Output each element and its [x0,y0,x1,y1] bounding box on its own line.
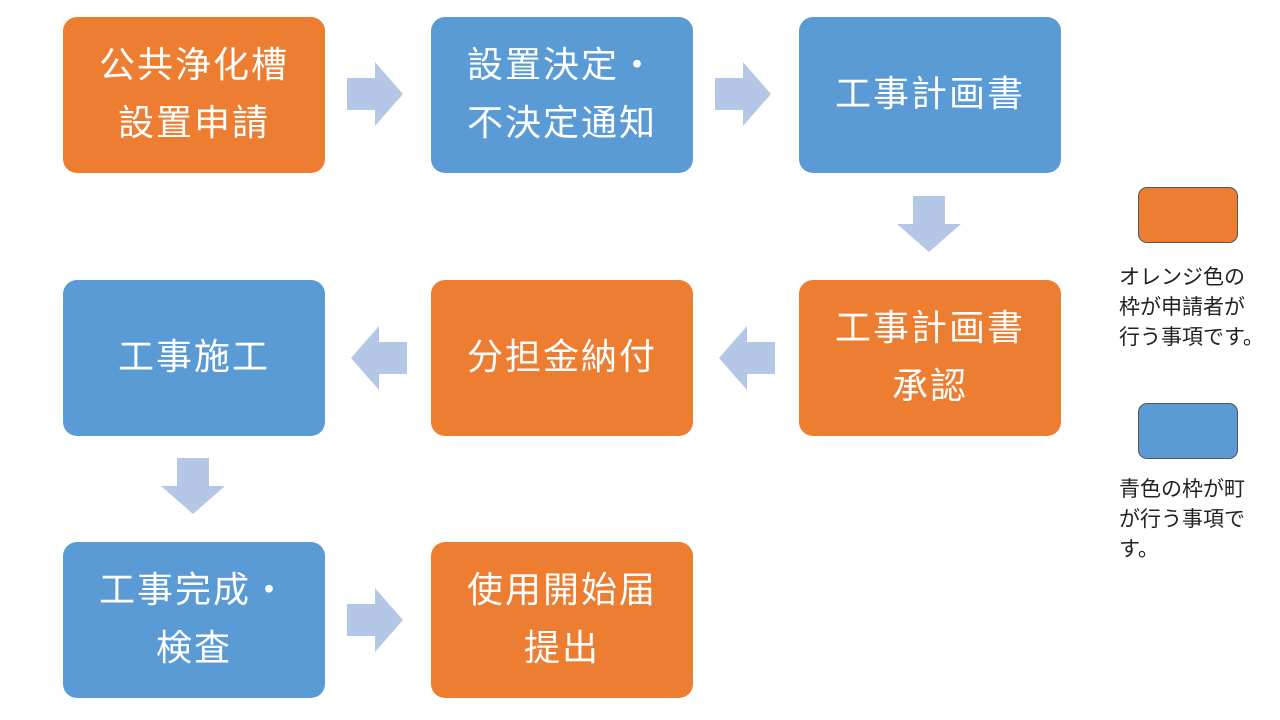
legend-text-orange: オレンジ色の 枠が申請者が 行う事項です。 [1119,262,1264,352]
step-label-line: 検査 [155,628,232,669]
step-decision-notice: 設置決定・ 不決定通知 [431,17,693,173]
step-label-line: 承認 [891,366,968,407]
arrow-left-icon [719,326,775,390]
step-label-line: 工事施工 [117,337,270,378]
arrow-left-icon [351,326,407,390]
arrow-right-icon [715,62,771,126]
step-work-plan: 工事計画書 [799,17,1061,173]
arrow-right-icon [347,62,403,126]
step-label-line: 不決定通知 [466,103,657,144]
step-label-line: 分担金納付 [466,337,657,378]
legend-swatch-blue [1138,403,1238,459]
legend-swatch-orange [1138,187,1238,243]
step-label-line: 工事計画書 [834,74,1025,115]
step-label-line: 使用開始届 [466,570,657,611]
legend-text-blue: 青色の枠が町 が行う事項で す。 [1119,474,1245,564]
legend-line: が行う事項で [1119,507,1245,531]
arrow-right-icon [347,588,403,652]
step-label-line: 工事計画書 [834,308,1025,349]
step-label-line: 提出 [523,628,600,669]
arrow-down-icon [161,458,225,514]
step-label-line: 設置申請 [117,103,270,144]
step-application: 公共浄化槽 設置申請 [63,17,325,173]
legend-line: 枠が申請者が [1119,295,1245,319]
step-cost-payment: 分担金納付 [431,280,693,436]
legend-line: す。 [1119,537,1159,561]
step-label-line: 公共浄化槽 [98,45,289,86]
step-start-of-use-notice: 使用開始届 提出 [431,542,693,698]
step-construction: 工事施工 [63,280,325,436]
legend-line: 青色の枠が町 [1119,477,1245,501]
step-label-line: 工事完成・ [98,570,289,611]
step-completion-inspection: 工事完成・ 検査 [63,542,325,698]
legend-line: 行う事項です。 [1119,325,1264,349]
step-label-line: 設置決定・ [466,45,657,86]
step-work-plan-approval: 工事計画書 承認 [799,280,1061,436]
arrow-down-icon [897,196,961,252]
legend-line: オレンジ色の [1119,265,1245,289]
